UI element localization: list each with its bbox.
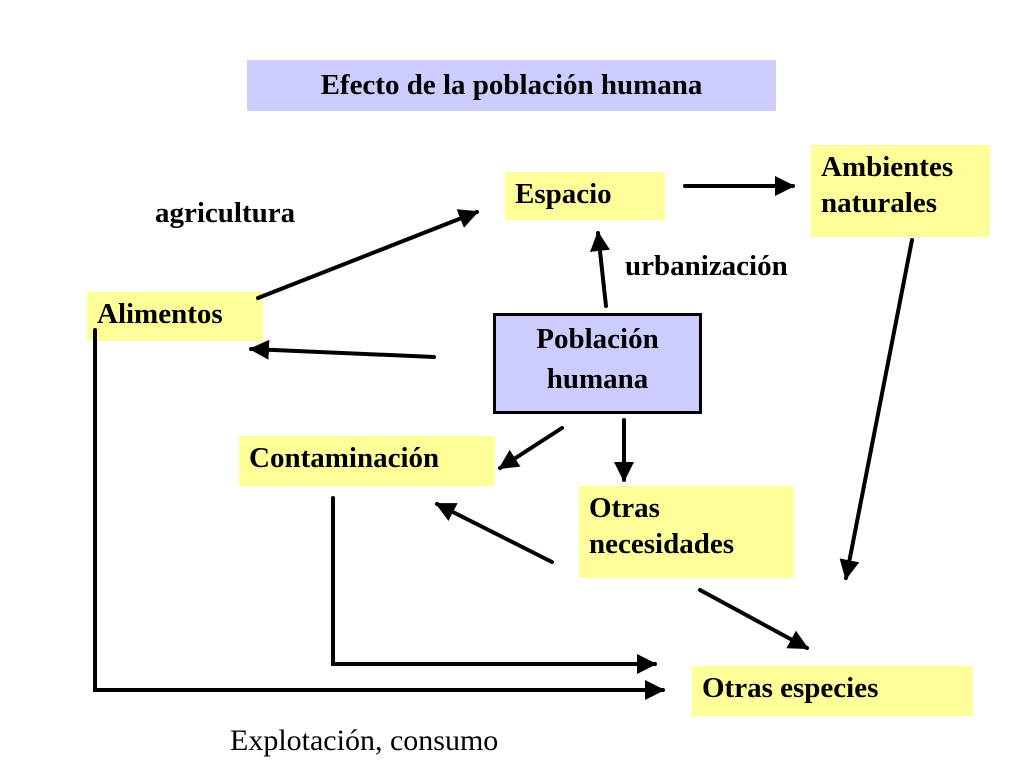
node-otras-especies: Otras especies [692,666,973,716]
arrow-alimentos-to-espacio [256,209,479,300]
node-poblacion-humana: Población humana [493,313,702,414]
node-otras-necesidades-line-2: necesidades [589,528,734,560]
arrow-poblacion-to-contaminacion [498,426,564,470]
node-contaminacion: Contaminación [239,436,495,486]
node-ambientes-naturales: Ambientes naturales [811,145,990,237]
arrow-ambientes-to-otras-especies [839,238,914,580]
node-otras-necesidades: Otras necesidades [579,486,794,578]
node-ambientes-line-2: naturales [821,187,937,219]
label-urbanizacion: urbanización [625,250,788,282]
footer-caption: Explotación, consumo [230,724,499,757]
node-poblacion-line-1: Población [536,323,659,355]
node-espacio: Espacio [505,172,665,220]
node-ambientes-line-1: Ambientes [821,151,954,183]
arrow-poblacion-to-alimentos [249,339,436,360]
arrow-poblacion-to-espacio [590,231,610,308]
node-otras-necesidades-line-1: Otras [589,492,660,524]
node-alimentos: Alimentos [87,292,263,341]
arrow-contaminacion-to-otras-especies [331,496,657,674]
label-agricultura: agricultura [155,197,296,229]
arrow-alimentos-to-otras-especies [93,328,665,700]
arrow-otras-necesidades-to-contaminacion [435,502,554,564]
node-poblacion-line-2: humana [546,363,649,395]
arrow-otras-necesidades-to-otras-especies [698,588,809,650]
diagram-title: Efecto de la población humana [247,60,776,111]
